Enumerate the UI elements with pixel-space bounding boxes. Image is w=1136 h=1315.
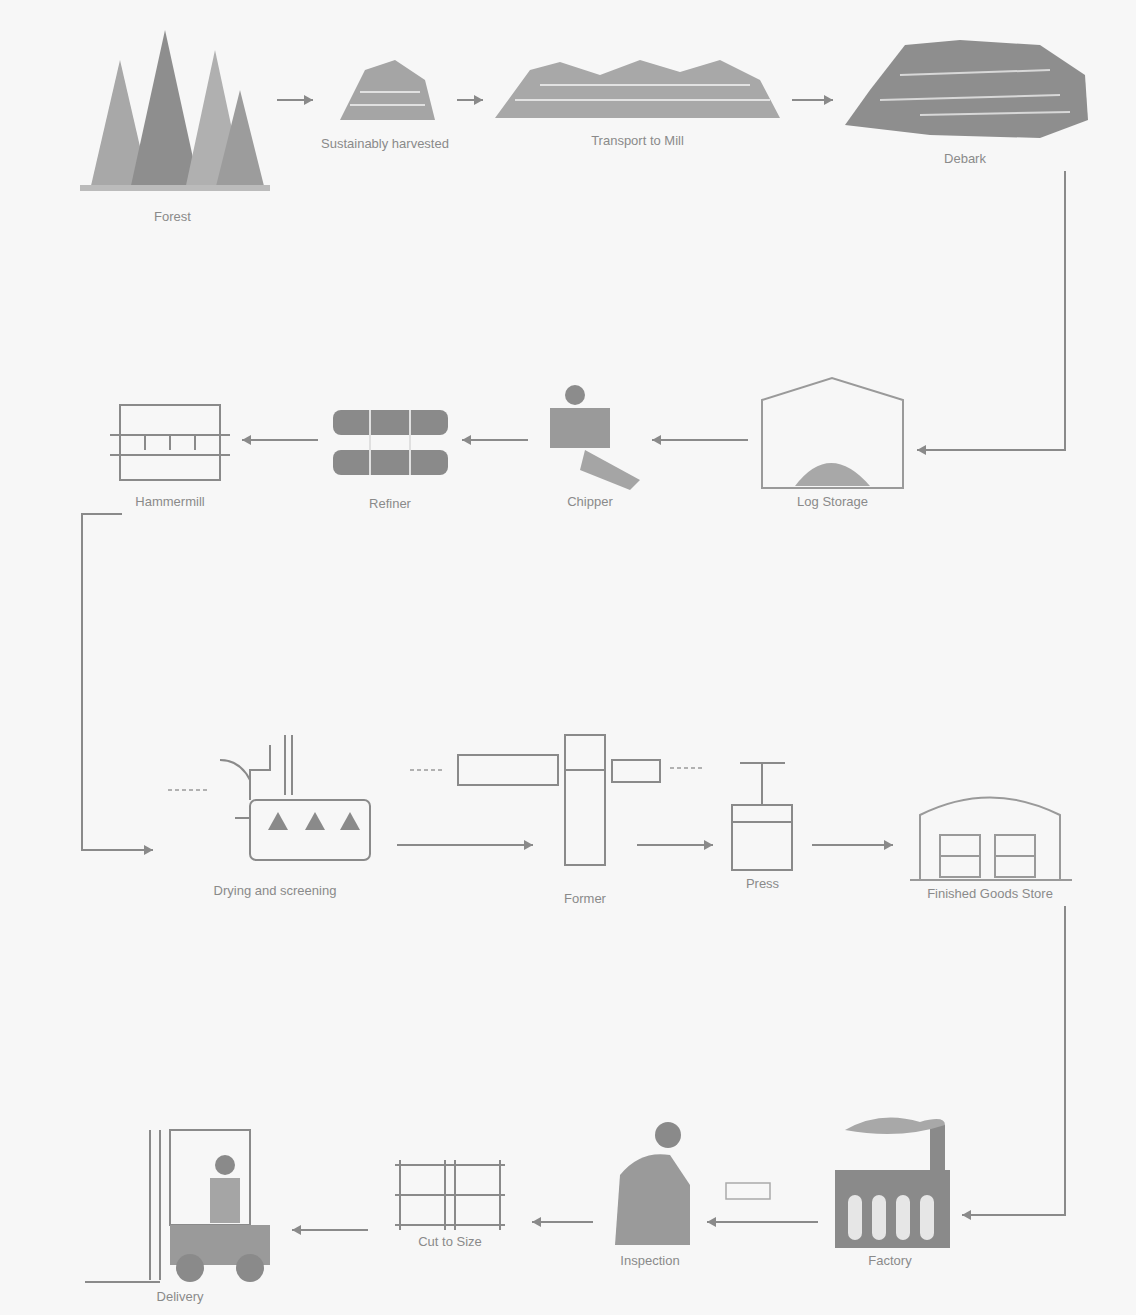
flow-arrow bbox=[962, 906, 1065, 1220]
arrow-head bbox=[917, 445, 926, 455]
process-step: Inspection bbox=[597, 1115, 703, 1271]
icon-area bbox=[72, 1120, 288, 1288]
flow-arrow bbox=[917, 171, 1065, 455]
step-label: Chipper bbox=[532, 493, 648, 510]
flow-arrow bbox=[242, 435, 318, 445]
step-label: Debark bbox=[837, 150, 1093, 167]
arrow-head bbox=[652, 435, 661, 445]
step-label: Drying and screening bbox=[157, 882, 393, 899]
process-step: Refiner bbox=[322, 400, 458, 514]
arrow-head bbox=[462, 435, 471, 445]
step-label: Log Storage bbox=[752, 493, 913, 510]
flow-line bbox=[242, 439, 318, 441]
flow-line bbox=[292, 1229, 368, 1231]
flow-line bbox=[397, 844, 533, 846]
flow-arrow bbox=[277, 95, 313, 105]
step-label: Finished Goods Store bbox=[897, 885, 1083, 902]
flow-arrow bbox=[637, 840, 713, 850]
arrow-head bbox=[474, 95, 483, 105]
icon-area bbox=[157, 730, 393, 882]
icon-area bbox=[897, 780, 1083, 885]
icon-area bbox=[372, 1155, 528, 1233]
step-label: Factory bbox=[822, 1252, 958, 1269]
flow-arrow bbox=[707, 1217, 818, 1227]
flow-line bbox=[637, 844, 713, 846]
step-label: Inspection bbox=[597, 1252, 703, 1269]
step-label: Refiner bbox=[322, 495, 458, 512]
icon-area bbox=[537, 730, 633, 890]
flow-arrow bbox=[397, 840, 533, 850]
arrow-head bbox=[304, 95, 313, 105]
arrow-head bbox=[292, 1225, 301, 1235]
icon-area bbox=[752, 375, 913, 493]
arrow-head bbox=[707, 1217, 716, 1227]
process-step: Transport to Mill bbox=[487, 50, 788, 151]
arrow-head bbox=[824, 95, 833, 105]
process-step: Factory bbox=[822, 1105, 958, 1271]
icon-area bbox=[487, 50, 788, 132]
step-label: Hammermill bbox=[102, 493, 238, 510]
arrow-head bbox=[242, 435, 251, 445]
process-step: Former bbox=[537, 730, 633, 909]
icon-area bbox=[822, 1105, 958, 1252]
icon-area bbox=[597, 1115, 703, 1252]
step-label: Delivery bbox=[72, 1288, 288, 1305]
flow-line bbox=[962, 906, 1065, 1215]
step-label: Press bbox=[717, 875, 808, 892]
flow-arrow bbox=[82, 514, 153, 855]
process-step: Finished Goods Store bbox=[897, 780, 1083, 904]
process-step: Log Storage bbox=[752, 375, 913, 512]
flow-arrow bbox=[792, 95, 833, 105]
process-step: Cut to Size bbox=[372, 1155, 528, 1252]
process-step: Press bbox=[717, 755, 808, 894]
step-label: Transport to Mill bbox=[487, 132, 788, 149]
arrow-head bbox=[704, 840, 713, 850]
process-step: Hammermill bbox=[102, 395, 238, 512]
flow-arrow bbox=[292, 1225, 368, 1235]
step-label: Forest bbox=[72, 208, 273, 225]
icon-area bbox=[72, 30, 273, 208]
step-label: Cut to Size bbox=[372, 1233, 528, 1250]
flow-arrow bbox=[812, 840, 893, 850]
arrow-head bbox=[532, 1217, 541, 1227]
process-step: Delivery bbox=[72, 1120, 288, 1307]
icon-area bbox=[317, 55, 453, 135]
flow-line bbox=[532, 1221, 593, 1223]
icon-area bbox=[322, 400, 458, 495]
arrow-head bbox=[524, 840, 533, 850]
step-label: Sustainably harvested bbox=[317, 135, 453, 152]
flow-line bbox=[652, 439, 748, 441]
icon-area bbox=[717, 755, 808, 875]
arrow-head bbox=[144, 845, 153, 855]
process-step: Sustainably harvested bbox=[317, 55, 453, 154]
step-label: Former bbox=[537, 890, 633, 907]
icon-area bbox=[102, 395, 238, 493]
flow-line bbox=[812, 844, 893, 846]
flow-arrow bbox=[652, 435, 748, 445]
process-step: Chipper bbox=[532, 375, 648, 512]
arrow-head bbox=[962, 1210, 971, 1220]
flow-arrow bbox=[462, 435, 528, 445]
process-step: Drying and screening bbox=[157, 730, 393, 901]
flow-line bbox=[462, 439, 528, 441]
flow-line bbox=[917, 171, 1065, 450]
arrow-head bbox=[884, 840, 893, 850]
flow-line bbox=[82, 514, 153, 850]
icon-area bbox=[532, 375, 648, 493]
flow-arrow bbox=[532, 1217, 593, 1227]
process-step: Forest bbox=[72, 30, 273, 227]
flow-arrow bbox=[457, 95, 483, 105]
process-step: Debark bbox=[837, 35, 1093, 169]
flow-line bbox=[707, 1221, 818, 1223]
icon-area bbox=[837, 35, 1093, 150]
